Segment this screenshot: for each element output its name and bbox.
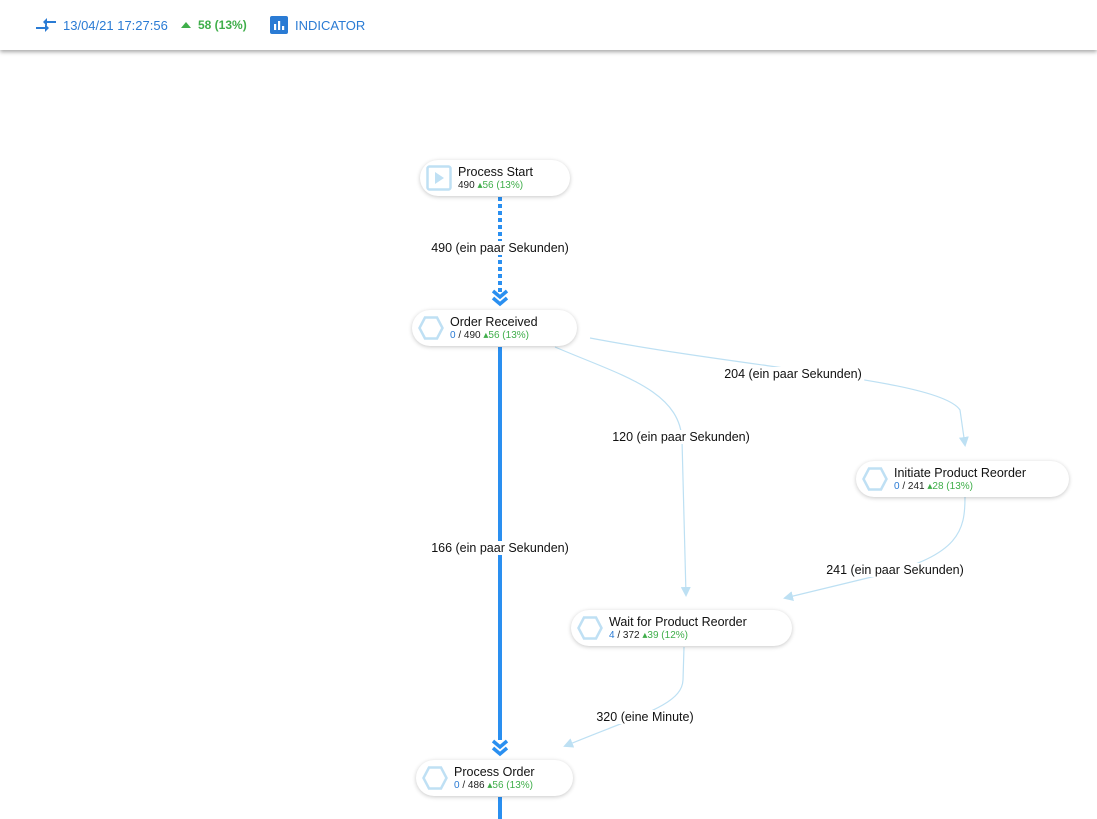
chevron-down-icon [491, 739, 509, 757]
edge-label: 241 (ein paar Sekunden) [824, 563, 966, 577]
node-process-order[interactable]: Process Order 0 / 486 ▴56 (13%) [416, 760, 573, 796]
edge-label: 120 (ein paar Sekunden) [610, 430, 752, 444]
compare-toggle[interactable]: 13/04/21 17:27:56 [35, 17, 168, 33]
edge-initiate-to-wait[interactable] [783, 496, 966, 601]
edge-received-to-initiate[interactable] [589, 337, 969, 447]
node-title: Process Start [458, 164, 534, 179]
delta-value: 56 (13%) [492, 779, 533, 791]
delta-value: 28 (13%) [932, 480, 973, 492]
bar-chart-icon [270, 16, 288, 34]
timestamp: 13/04/21 17:27:56 [63, 17, 168, 33]
delta: ▴56 (13%) [487, 779, 533, 791]
delta-indicator: 58 (13%) [181, 18, 247, 32]
node-wait-for-product-reorder[interactable]: Wait for Product Reorder 4 / 372 ▴39 (12… [571, 610, 792, 646]
edge-received-to-process[interactable] [491, 347, 509, 819]
node-stats: 0 / 490 ▴56 (13%) [450, 329, 529, 341]
swap-arrows-icon [36, 18, 56, 32]
node-stats: 0 / 241 ▴28 (13%) [894, 480, 973, 492]
node-stats: 4 / 372 ▴39 (12%) [609, 629, 688, 641]
node-title: Process Order [454, 764, 535, 779]
current-count: 0 [894, 480, 900, 492]
total-count: 490 [463, 329, 481, 341]
indicator-button[interactable]: INDICATOR [270, 16, 365, 34]
edge-label: 204 (ein paar Sekunden) [722, 367, 864, 381]
edge-label: 490 (ein paar Sekunden) [429, 241, 571, 255]
delta: ▴56 (13%) [483, 329, 529, 341]
edge-start-to-received[interactable] [491, 197, 509, 307]
indicator-label: INDICATOR [295, 17, 366, 33]
hexagon-icon [422, 766, 448, 790]
top-toolbar: 13/04/21 17:27:56 58 (13%) INDICATOR [0, 0, 1097, 50]
node-title: Order Received [450, 314, 538, 329]
total-count: 486 [467, 779, 485, 791]
total-count: 241 [907, 480, 925, 492]
hexagon-icon [418, 316, 444, 340]
node-initiate-product-reorder[interactable]: Initiate Product Reorder 0 / 241 ▴28 (13… [856, 461, 1069, 497]
current-count: 0 [450, 329, 456, 341]
triangle-up-icon [181, 22, 191, 28]
play-icon [426, 165, 452, 191]
total-count: 372 [622, 629, 640, 641]
delta-value: 58 (13%) [198, 18, 247, 32]
delta-value: 39 (12%) [647, 629, 688, 641]
current-count: 0 [454, 779, 460, 791]
delta-value: 56 (13%) [482, 179, 524, 191]
current-count: 4 [609, 629, 615, 641]
node-order-received[interactable]: Order Received 0 / 490 ▴56 (13%) [412, 310, 577, 346]
node-stats: 490 ▴56 (13%) [458, 179, 533, 192]
hexagon-icon [862, 467, 888, 491]
node-title: Initiate Product Reorder [894, 465, 1027, 480]
edge-label: 320 (eine Minute) [594, 710, 696, 724]
total-count: 490 [458, 179, 475, 191]
hexagon-icon [577, 616, 603, 640]
delta: ▴39 (12%) [642, 629, 688, 641]
edge-label: 166 (ein paar Sekunden) [429, 541, 571, 555]
delta-value: 56 (13%) [488, 329, 529, 341]
edge-received-to-wait[interactable] [554, 346, 691, 597]
node-process-start[interactable]: Process Start 490 ▴56 (13%) [420, 160, 570, 196]
node-stats: 0 / 486 ▴56 (13%) [454, 779, 533, 791]
delta: ▴28 (13%) [927, 480, 973, 492]
node-title: Wait for Product Reorder [609, 614, 747, 629]
edge-wait-to-process[interactable] [563, 646, 685, 748]
delta: ▴56 (13%) [477, 179, 524, 191]
chevron-down-icon [491, 289, 509, 307]
